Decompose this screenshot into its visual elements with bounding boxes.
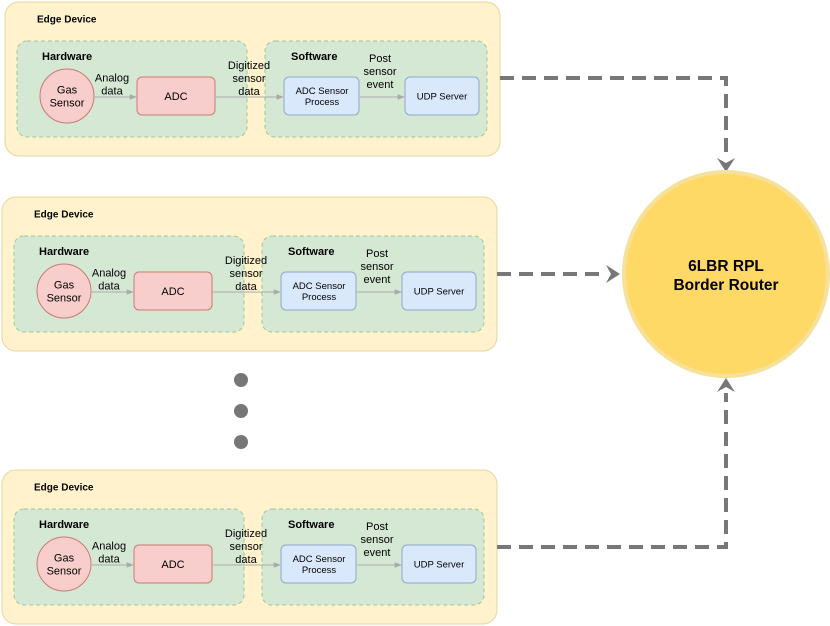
ellipsis-dot bbox=[234, 373, 248, 387]
udp-server-label: UDP Server bbox=[414, 559, 465, 570]
hardware-title: Hardware bbox=[42, 51, 92, 63]
arrowhead-device-2 bbox=[606, 265, 620, 283]
arrowhead-device-1 bbox=[717, 158, 735, 172]
adc-label: ADC bbox=[161, 286, 184, 298]
arrowhead-device-3 bbox=[717, 378, 735, 392]
adc-sensor-process-node bbox=[280, 271, 357, 311]
adc-sensor-process-node bbox=[280, 544, 357, 584]
software-title: Software bbox=[288, 246, 334, 258]
gas-sensor-node bbox=[36, 263, 92, 319]
udp-server-node bbox=[404, 76, 480, 116]
udp-server-node bbox=[401, 544, 477, 584]
adc-node bbox=[133, 544, 213, 584]
network-links bbox=[497, 76, 735, 549]
edge-device-title: Edge Device bbox=[34, 483, 94, 494]
gas-sensor-node bbox=[36, 536, 92, 592]
hardware-title: Hardware bbox=[39, 519, 89, 531]
gas-sensor-node bbox=[39, 68, 95, 124]
software-title: Software bbox=[288, 519, 334, 531]
ellipsis-dot bbox=[234, 435, 248, 449]
border-router-node bbox=[622, 170, 830, 378]
link-device-1 bbox=[500, 76, 728, 160]
ellipsis-dot bbox=[234, 404, 248, 418]
link-device-3 bbox=[497, 393, 728, 549]
udp-server-label: UDP Server bbox=[414, 286, 465, 297]
adc-sensor-process-node bbox=[283, 76, 360, 116]
more-devices-ellipsis bbox=[234, 373, 248, 449]
adc-label: ADC bbox=[161, 559, 184, 571]
adc-node bbox=[133, 271, 213, 311]
adc-node bbox=[136, 76, 216, 116]
udp-server-label: UDP Server bbox=[417, 91, 468, 102]
hardware-title: Hardware bbox=[39, 246, 89, 258]
edge-device-title: Edge Device bbox=[34, 210, 94, 221]
software-title: Software bbox=[291, 51, 337, 63]
adc-label: ADC bbox=[164, 91, 187, 103]
udp-server-node bbox=[401, 271, 477, 311]
edge-device-title: Edge Device bbox=[37, 15, 97, 26]
